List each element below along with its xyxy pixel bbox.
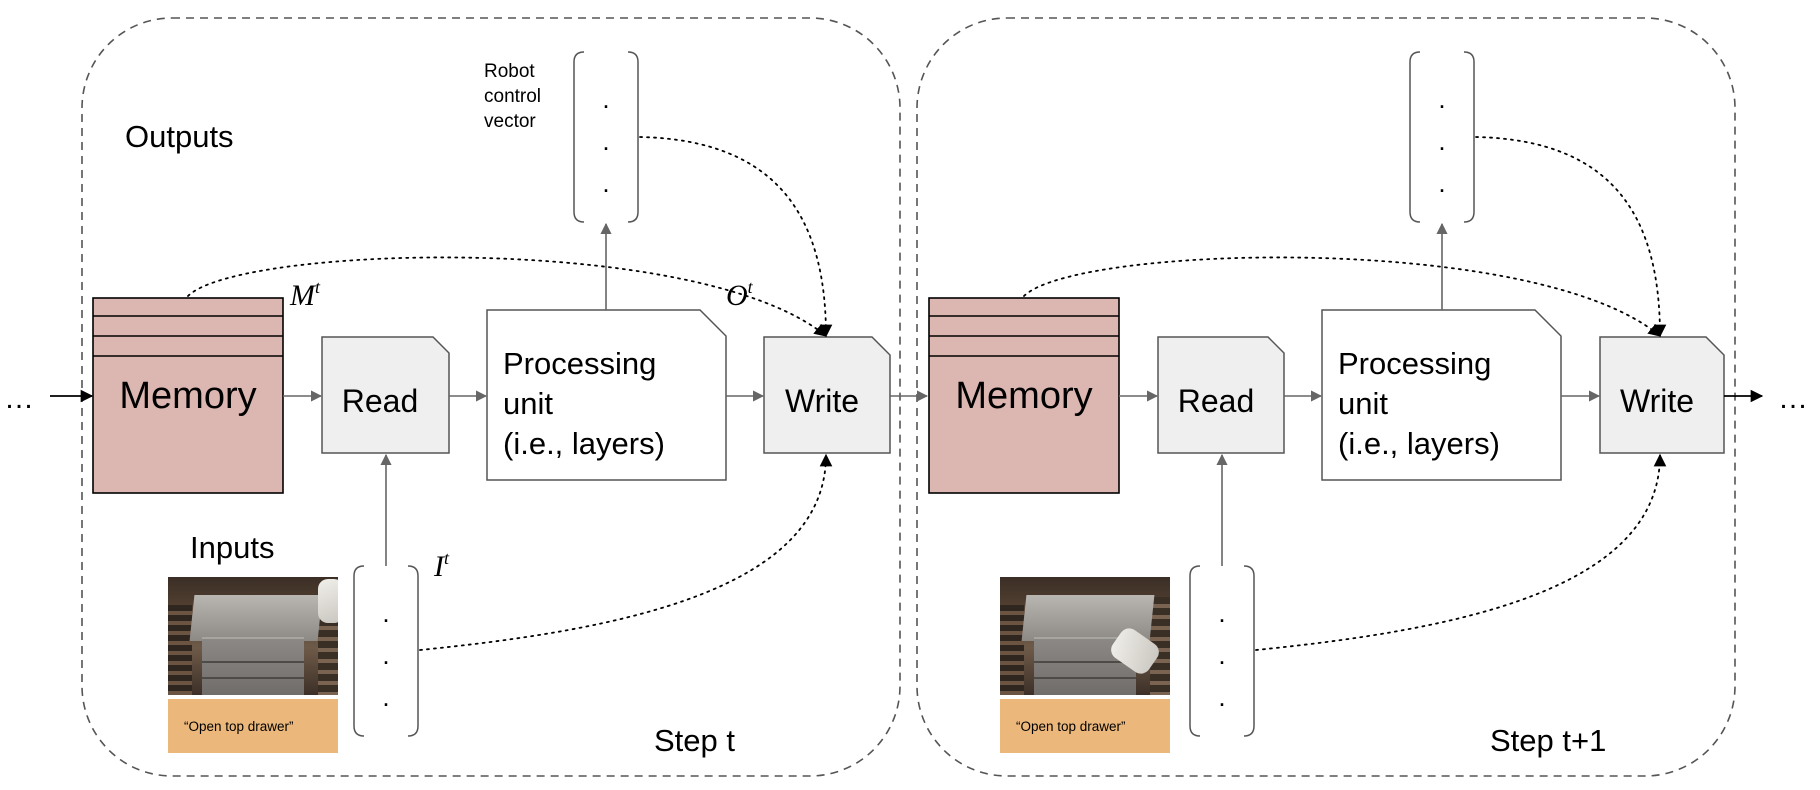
vector-dot: .	[382, 598, 389, 628]
robot-control-label-line1: Robot	[484, 61, 535, 82]
input-vector-step-t1: . . .	[1189, 565, 1255, 737]
inputs-label: Inputs	[190, 530, 274, 565]
input-symbol: It	[433, 548, 450, 583]
dotted-input-to-write	[419, 453, 833, 651]
vector-dot: .	[382, 640, 389, 670]
dotted-memory-to-write	[187, 256, 827, 337]
camera-image-step-t	[168, 577, 338, 695]
processing-label-line1: Processing	[503, 346, 656, 381]
instruction-text-box-step-t1: “Open top drawer”	[1000, 699, 1170, 753]
processing-label-line1: Processing	[1338, 346, 1491, 381]
write-label: Write	[785, 383, 859, 419]
instruction-text: “Open top drawer”	[184, 718, 294, 734]
robot-control-label-line2: control	[484, 86, 541, 107]
read-block-step-t: Read	[321, 336, 450, 454]
input-vector-step-t: . . .	[353, 565, 419, 737]
vector-dot: .	[602, 168, 609, 198]
camera-image-step-t1	[1000, 577, 1170, 695]
read-block-step-t1: Read	[1157, 336, 1285, 454]
vector-dot: .	[382, 682, 389, 712]
memory-block-step-t1: Memory	[928, 297, 1120, 494]
vector-dot: .	[1438, 126, 1445, 156]
robot-control-vector-step-t: . . .	[573, 51, 639, 223]
processing-label-line3: (i.e., layers)	[1338, 426, 1500, 461]
dotted-output-to-write	[639, 136, 833, 338]
vector-dot: .	[1438, 168, 1445, 198]
write-label: Write	[1620, 383, 1694, 419]
step-t1-label: Step t+1	[1490, 723, 1606, 758]
vector-dot: .	[1438, 84, 1445, 114]
robot-control-label-line3: vector	[484, 111, 536, 132]
memory-symbol: Mt	[289, 277, 321, 312]
ellipsis-left: …	[4, 382, 34, 415]
vector-dot: .	[602, 126, 609, 156]
processing-unit-step-t1: Processing unit (i.e., layers)	[1321, 309, 1562, 481]
step-t-label: Step t	[654, 723, 735, 758]
vector-dot: .	[602, 84, 609, 114]
instruction-text: “Open top drawer”	[1016, 718, 1126, 734]
processing-label-line3: (i.e., layers)	[503, 426, 665, 461]
vector-dot: .	[1218, 598, 1225, 628]
memory-block-step-t: Memory	[92, 297, 284, 494]
processing-label-line2: unit	[1338, 386, 1388, 421]
memory-label: Memory	[955, 375, 1092, 417]
read-label: Read	[342, 383, 419, 419]
vector-dot: .	[1218, 682, 1225, 712]
read-label: Read	[1178, 383, 1255, 419]
processing-unit-step-t: Processing unit (i.e., layers)	[486, 309, 727, 481]
ellipsis-right: …	[1778, 382, 1808, 415]
dotted-input-to-write	[1255, 453, 1667, 651]
dotted-memory-to-write	[1023, 256, 1661, 337]
vector-dot: .	[1218, 640, 1225, 670]
memory-label: Memory	[119, 375, 256, 417]
write-block-step-t1: Write	[1599, 336, 1725, 454]
outputs-label: Outputs	[125, 119, 234, 154]
dotted-output-to-write	[1475, 136, 1667, 338]
write-block-step-t: Write	[763, 336, 891, 454]
output-symbol: Ot	[726, 277, 754, 312]
robot-control-vector-step-t1: . . .	[1409, 51, 1475, 223]
processing-label-line2: unit	[503, 386, 553, 421]
instruction-text-box-step-t: “Open top drawer”	[168, 699, 338, 753]
